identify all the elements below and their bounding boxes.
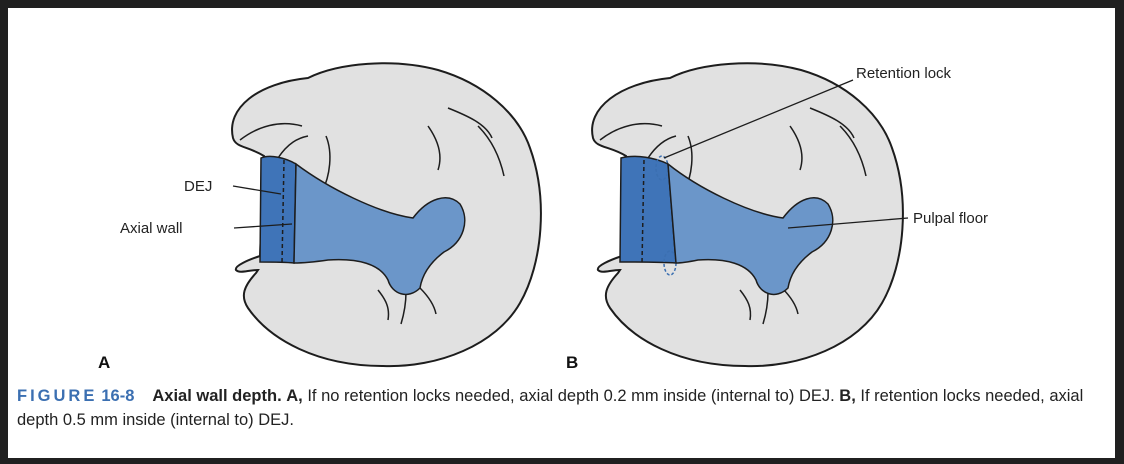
caption-title: Axial wall depth. (152, 387, 281, 405)
figure-number: 16-8 (101, 387, 134, 405)
retention-lock-label: Retention lock (856, 65, 952, 82)
figure-word: FIGURE (17, 387, 97, 405)
panel-b-letter: B (566, 353, 578, 372)
axial-wall-b (620, 156, 676, 263)
figure-frame: DEJ Axial wall A Re (8, 8, 1115, 458)
tooth-a: DEJ Axial wall A (98, 63, 541, 372)
pulpal-floor-label: Pulpal floor (913, 210, 988, 227)
axial-wall-a (260, 156, 296, 263)
panel-a-letter: A (98, 353, 110, 372)
axial-wall-label: Axial wall (120, 220, 183, 237)
tooth-b: Retention lock Pulpal floor B (566, 63, 988, 372)
caption-part-a-label: A, (286, 387, 303, 405)
dej-label: DEJ (184, 178, 212, 195)
figure-illustration: DEJ Axial wall A Re (8, 8, 1115, 378)
caption-part-b-label: B, (839, 387, 856, 405)
caption-part-a-text: If no retention locks needed, axial dept… (303, 387, 840, 405)
